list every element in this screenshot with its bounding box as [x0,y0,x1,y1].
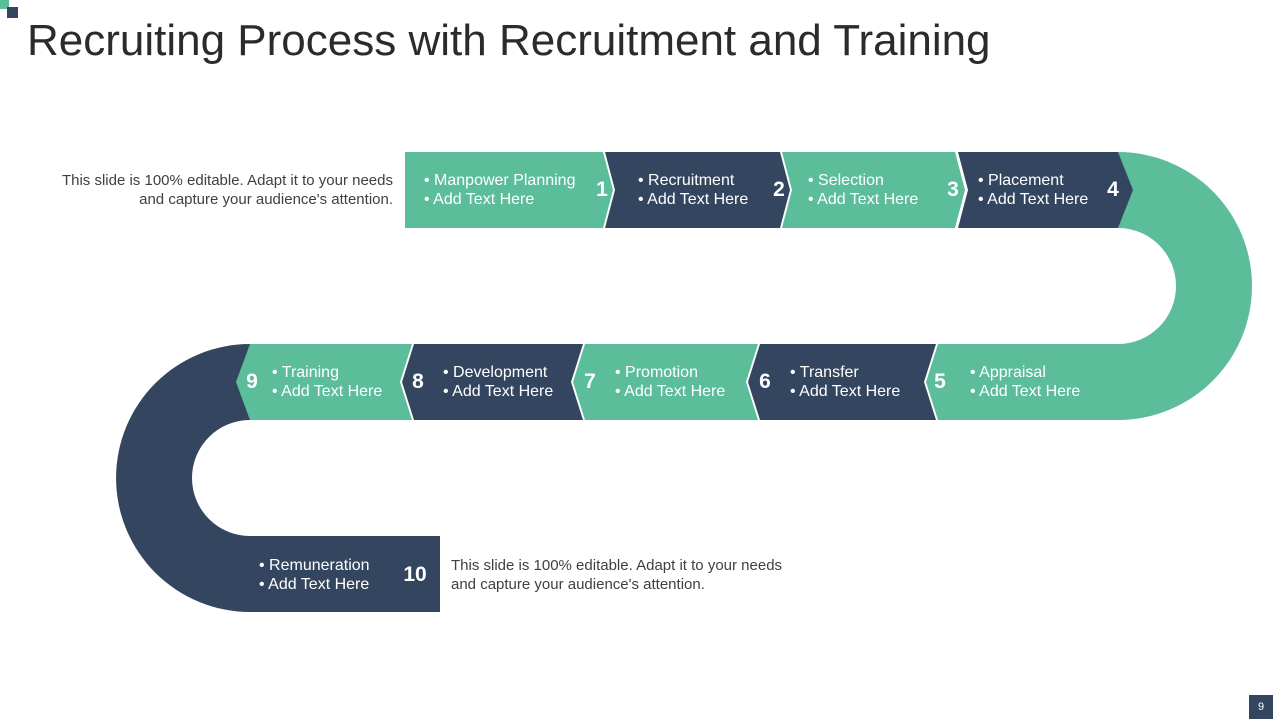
step-8-subtext: • Add Text Here [443,383,554,400]
step-7-text: • Promotion • Add Text Here [615,363,725,401]
note-bottom-right: This slide is 100% editable. Adapt it to… [451,556,782,594]
step-8-title: • Development [443,364,548,381]
step-9-title: • Training [272,364,339,381]
step-2-number: 2 [773,178,785,201]
step-8-text: • Development • Add Text Here [443,363,553,401]
step-3-text: • Selection • Add Text Here [808,171,918,209]
step-1-number: 1 [596,178,608,201]
page-number: 9 [1249,695,1273,719]
note-bottom-right-line-1: This slide is 100% editable. Adapt it to… [451,557,783,574]
note-top-left: This slide is 100% editable. Adapt it to… [62,171,393,209]
step-9-text: • Training • Add Text Here [272,363,382,401]
step-6-subtext: • Add Text Here [790,383,901,400]
step-2-text: • Recruitment • Add Text Here [638,171,748,209]
step-9-shape [236,344,412,420]
step-8-number: 8 [412,370,424,393]
step-10-shape [250,536,440,612]
step-5-title: • Appraisal [970,364,1046,381]
step-6-number: 6 [759,370,771,393]
step-10-title: • Remuneration [259,557,370,574]
step-9-subtext: • Add Text Here [272,383,383,400]
step-2-title: • Recruitment [638,172,735,189]
step-5-shape [926,344,1118,420]
step-6-text: • Transfer • Add Text Here [790,363,900,401]
note-top-left-line-1: This slide is 100% editable. Adapt it to… [61,172,393,189]
step-7-title: • Promotion [615,364,698,381]
step-7-shape [573,344,758,420]
step-5-subtext: • Add Text Here [970,383,1081,400]
connector-left-curve [116,344,250,612]
step-3-shape [782,152,965,228]
step-10-text: • Remuneration • Add Text Here [259,556,370,594]
step-4-text: • Placement • Add Text Here [978,171,1088,209]
step-6-title: • Transfer [790,364,859,381]
step-10-number: 10 [403,563,427,586]
step-1-title: • Manpower Planning [424,172,576,189]
step-4-number: 4 [1107,178,1119,201]
step-1-subtext: • Add Text Here [424,191,535,208]
step-1-text: • Manpower Planning • Add Text Here [424,171,575,209]
step-9-number: 9 [246,370,258,393]
step-4-shape [958,152,1133,228]
step-5-number: 5 [934,370,946,393]
step-8-shape [402,344,583,420]
step-5-text: • Appraisal • Add Text Here [970,363,1080,401]
step-2-shape [605,152,790,228]
note-bottom-right-line-2: and capture your audience's attention. [451,576,705,593]
note-top-left-line-2: and capture your audience's attention. [139,191,393,208]
step-3-number: 3 [947,178,959,201]
step-3-subtext: • Add Text Here [808,191,919,208]
corner-logo [0,0,18,18]
step-7-number: 7 [584,370,596,393]
step-7-subtext: • Add Text Here [615,383,726,400]
step-10-subtext: • Add Text Here [259,576,370,593]
step-1-shape [405,152,613,228]
chevron-layer [236,152,1133,612]
step-4-subtext: • Add Text Here [978,191,1089,208]
step-3-title: • Selection [808,172,884,189]
step-6-shape [748,344,936,420]
step-4-title: • Placement [978,172,1064,189]
step-2-subtext: • Add Text Here [638,191,749,208]
slide-title: Recruiting Process with Recruitment and … [27,16,991,65]
